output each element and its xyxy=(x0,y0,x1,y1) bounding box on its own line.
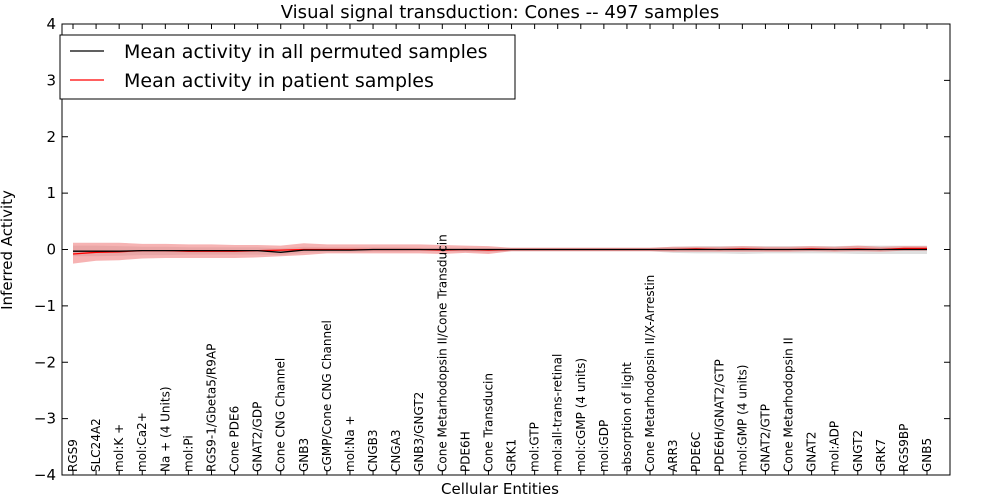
x-tick-label: mol:GTP xyxy=(528,422,542,472)
x-tick-label: PDE6H xyxy=(458,431,472,472)
x-tick-label: GNAT2 xyxy=(805,431,819,472)
x-tick-label: Cone PDE6 xyxy=(228,406,242,472)
x-tick-label: GNAT2/GTP xyxy=(758,404,772,472)
x-tick-label: SLC24A2 xyxy=(89,418,103,472)
x-tick-label: Cone Transducin xyxy=(482,373,496,472)
x-tick-label: ARR3 xyxy=(666,439,680,472)
x-tick-label: mol:GDP xyxy=(597,420,611,472)
x-tick-label: GNB5 xyxy=(920,438,934,472)
x-tick-label: PDE6C xyxy=(689,432,703,472)
confidence-band-patient xyxy=(73,242,927,264)
x-tick-label: CNGA3 xyxy=(389,430,403,473)
x-tick-label: mol:K + xyxy=(112,424,126,472)
x-tick-label: Na + (4 Units) xyxy=(158,386,172,472)
x-tick-label: GNGT2 xyxy=(851,430,865,472)
y-tick-label: −1 xyxy=(34,297,56,315)
y-tick-label: −4 xyxy=(34,466,56,484)
x-tick-label: GRK7 xyxy=(874,439,888,472)
y-tick-label: 3 xyxy=(46,71,56,89)
x-tick-label: Cone Metarhodopsin II/Cone Transducin xyxy=(435,234,449,472)
y-axis-label: Inferred Activity xyxy=(0,190,16,310)
x-tick-label: Cone Metarhodopsin II/X-Arrestin xyxy=(643,275,657,472)
legend-box xyxy=(59,34,516,100)
x-tick-label: CNGB3 xyxy=(366,429,380,472)
x-axis-label: Cellular Entities xyxy=(441,480,559,498)
x-tick-label: GNB3 xyxy=(297,438,311,472)
series-lines xyxy=(72,247,927,255)
x-tick-label: absorption of light xyxy=(620,362,634,472)
y-tick-label: 4 xyxy=(46,15,56,33)
legend-label: Mean activity in all permuted samples xyxy=(124,41,487,63)
series-line-permuted xyxy=(73,248,927,253)
x-tick-label: cGMP/Cone CNG Channel xyxy=(320,320,334,472)
x-tick-label: mol:Ca2+ xyxy=(135,412,149,472)
x-tick-label: mol:cGMP (4 units) xyxy=(574,358,588,472)
x-tick-label: mol:Na + xyxy=(343,415,357,472)
legend-label: Mean activity in patient samples xyxy=(124,70,434,92)
x-tick-label: Cone Metarhodopsin II xyxy=(782,337,796,472)
x-tick-label: GRK1 xyxy=(505,439,519,472)
x-tick-label: mol:all-trans-retinal xyxy=(551,354,565,472)
x-tick-label: RGS9 xyxy=(66,439,80,472)
x-tick-label: Cone CNG Channel xyxy=(274,358,288,472)
confidence-bands xyxy=(73,242,927,264)
y-tick-label: −2 xyxy=(34,353,56,371)
x-tick-label: RGS9-1/Gbeta5/R9AP xyxy=(205,344,219,472)
y-tick-label: 1 xyxy=(46,184,56,202)
y-tick-label: 2 xyxy=(46,128,56,146)
y-tick-label: 0 xyxy=(46,241,56,259)
x-tick-label: mol:GMP (4 units) xyxy=(735,365,749,472)
x-tick-label: GNB3/GNGT2 xyxy=(412,392,426,472)
x-axis: RGS9 SLC24A2 mol:K + mol:Ca2+ Na + (4 Units)… xyxy=(66,24,934,475)
x-tick-label: mol:Pi xyxy=(181,435,195,472)
legend: Mean activity in all permuted samplesMea… xyxy=(59,34,516,100)
chart-title: Visual signal transduction: Cones -- 497… xyxy=(281,2,719,23)
y-axis: −4 −3 −2 −1 0 1 2 3 4 xyxy=(34,15,950,484)
x-tick-label: mol:ADP xyxy=(828,421,842,472)
x-tick-label: RGS9BP xyxy=(897,424,911,472)
x-tick-label: PDE6H/GNAT2/GTP xyxy=(712,359,726,472)
x-tick-label: GNAT2/GDP xyxy=(251,402,265,472)
y-tick-label: −3 xyxy=(34,410,56,428)
